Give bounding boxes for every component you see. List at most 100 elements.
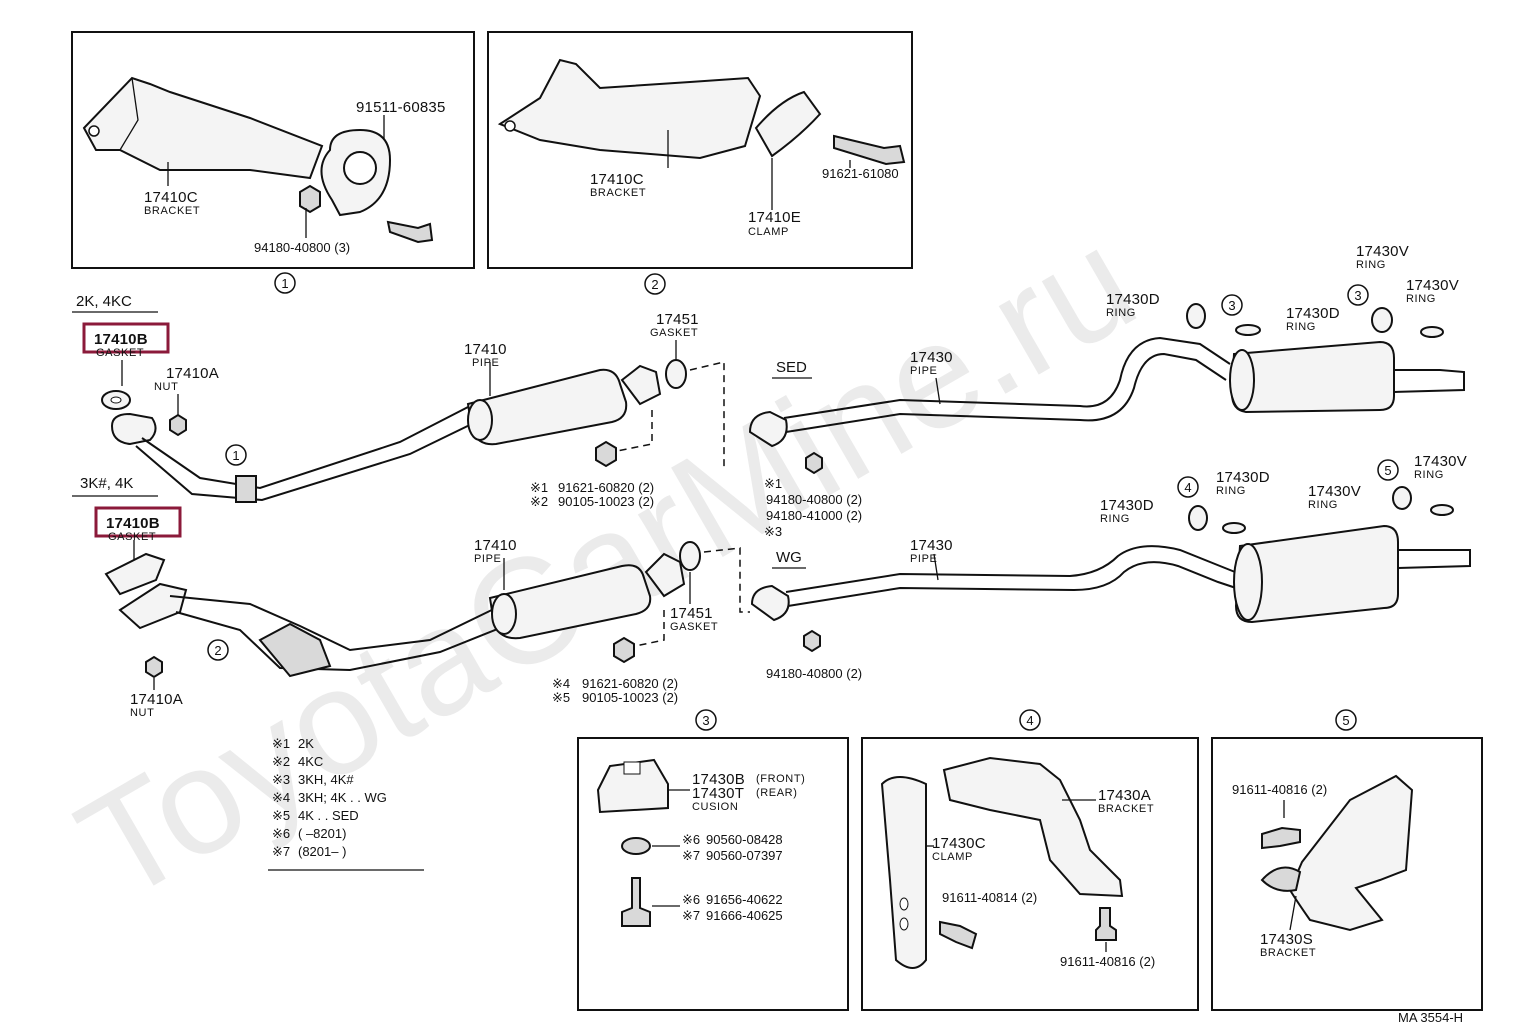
legend-text-7: (8201– ) <box>298 844 346 859</box>
legend-mark-2: ※2 <box>272 754 290 769</box>
inset-1-nut-part: 94180-40800 (3) <box>254 240 350 255</box>
sed-ring-d1-name: RING <box>1106 307 1136 319</box>
bolt-drawing <box>939 920 978 950</box>
sed-label: SED <box>776 359 807 376</box>
sed-ring-v1-part: 17430V <box>1356 243 1409 260</box>
sed-pipe-name: PIPE <box>910 365 937 377</box>
sed-ring-d1-badge: 3 <box>1228 298 1235 313</box>
inset-5-badge: 5 <box>1342 713 1349 728</box>
cushion-drawing <box>596 758 669 814</box>
top-gasket2-name: GASKET <box>650 327 698 339</box>
inset-4-bolt2: 91611-40816 (2) <box>1060 954 1155 969</box>
nut-drawing <box>299 184 321 214</box>
bottom-nut-part: 17410A <box>130 691 183 708</box>
inset-2-clamp-part: 17410E <box>748 209 801 226</box>
inset-3-cushion-rear-note: (REAR) <box>756 787 798 799</box>
bolt-drawing <box>621 877 651 927</box>
sed-ring-d2-name: RING <box>1286 321 1316 333</box>
ring-drawing <box>1222 522 1246 534</box>
wg-ring-v1-part: 17430V <box>1308 483 1361 500</box>
inset-4-clamp-name: CLAMP <box>932 851 973 863</box>
inset-4-bolt1: 91611-40814 (2) <box>942 890 1037 905</box>
ring-drawing <box>1188 505 1208 531</box>
wg-flange-drawing <box>750 584 790 622</box>
inset-2-bracket-part: 17410C <box>590 171 644 188</box>
bracket-17410c-drawing <box>82 76 324 180</box>
inset-1-frame <box>71 31 475 269</box>
legend-mark-3: ※3 <box>272 772 290 787</box>
wg-pipe-part: 17430 <box>910 537 953 554</box>
top-bolt1: 91621-60820 (2) <box>558 480 654 495</box>
ring-drawing <box>1235 324 1261 336</box>
pipe-flange-drawing <box>620 364 662 406</box>
wg-ring-d1-name: RING <box>1100 513 1130 525</box>
top-bolt2-mark: ※2 <box>530 494 548 509</box>
gasket-17451-drawing <box>665 359 687 389</box>
legend: ※1 2K ※2 4KC ※3 3KH, 4K# ※4 3KH; 4K . . … <box>268 736 424 871</box>
flange-drawing <box>118 582 188 630</box>
wg-muffler-drawing <box>1234 524 1399 624</box>
bolt-drawing <box>613 636 635 664</box>
wg-pipe-name: PIPE <box>910 553 937 565</box>
inset-2-clamp-name: CLAMP <box>748 226 789 238</box>
bottom-gasket-name: GASKET <box>108 531 156 543</box>
ring-drawing <box>1430 504 1454 516</box>
ring-drawing <box>1420 326 1444 338</box>
top-exhaust-pipe-group: 2K, 4KC 17410B GASKET 17410A NUT 1 17410… <box>72 293 725 509</box>
inset-3-cushion-front: 17430B <box>692 771 745 788</box>
wg-ring-v2-part: 17430V <box>1414 453 1467 470</box>
top-engine-label: 2K, 4KC <box>76 293 132 310</box>
sed-tailpipe-group: SED 17430 PIPE ※1 94180-40800 (2) 94180-… <box>748 243 1465 539</box>
legend-text-3: 3KH, 4K# <box>298 772 354 787</box>
inset-5-bolt: 91611-40816 (2) <box>1232 782 1327 797</box>
footer-code: MA 3554-H <box>1398 1010 1463 1025</box>
legend-mark-5: ※5 <box>272 808 290 823</box>
wg-ring-d2-name: RING <box>1216 485 1246 497</box>
bracket-17430s-drawing <box>1288 774 1414 932</box>
inset-3-bolt6-mark: ※6 <box>682 892 700 907</box>
legend-text-1: 2K <box>298 736 314 751</box>
bottom-exhaust-pipe-group: 3K#, 4K 17410B GASKET 2 17410A NUT 17410… <box>72 475 750 719</box>
pre-muffler-drawing <box>466 368 628 446</box>
inset-3-washer6-mark: ※6 <box>682 832 700 847</box>
bottom-gasket2-name: GASKET <box>670 621 718 633</box>
ring-drawing <box>1392 486 1412 510</box>
bottom-callout: 2 <box>214 643 221 658</box>
nut-drawing <box>803 629 821 653</box>
inset-3-badge: 3 <box>702 713 709 728</box>
bolt-drawing <box>595 440 617 468</box>
gasket-highlight-bottom <box>94 506 182 538</box>
sed-ring-d1-part: 17430D <box>1106 291 1160 308</box>
wg-tailpipe-group: WG 17430 PIPE 94180-40800 (2) 17430D RIN… <box>750 453 1471 681</box>
top-gasket-part: 17410B <box>94 331 148 348</box>
gasket-17451-drawing <box>679 541 701 571</box>
inset-3-bolt7-mark: ※7 <box>682 908 700 923</box>
clamp-drawing <box>235 475 257 503</box>
bottom-engine-label: 3K#, 4K <box>80 475 133 492</box>
legend-mark-4: ※4 <box>272 790 290 805</box>
legend-text-2: 4KC <box>298 754 323 769</box>
nut-drawing <box>145 655 163 679</box>
top-nut-part: 17410A <box>166 365 219 382</box>
top-nut-name: NUT <box>154 381 178 393</box>
inset-2-badge-circle <box>644 273 666 295</box>
sed-nut1-mark: ※1 <box>764 476 782 491</box>
inset-4-clamp-part: 17430C <box>932 835 986 852</box>
inset-2: 17410C BRACKET 17410E CLAMP 91621-61080 … <box>487 31 913 295</box>
legend-mark-7: ※7 <box>272 844 290 859</box>
watermark: ToyotaCarMine.ru <box>52 195 1161 932</box>
wg-nut: 94180-40800 (2) <box>766 666 862 681</box>
inset-4: 4 17430A BRACKET 17430C CLAMP 91611-4081… <box>861 709 1199 1011</box>
inset-3-washer7: 90560-07397 <box>706 848 783 863</box>
inset-4-bracket-part: 17430A <box>1098 787 1151 804</box>
wg-ring-v2-name: RING <box>1414 469 1444 481</box>
inset-3: 3 17430B (FRONT) 17430T (REAR) CUSION ※6… <box>577 709 849 1011</box>
bracket-17410c-drawing <box>497 58 762 160</box>
sed-nut1: 94180-40800 (2) <box>766 492 862 507</box>
bottom-bolt1-mark: ※4 <box>552 676 570 691</box>
wg-ring-d1-badge: 4 <box>1184 480 1191 495</box>
sed-ring-v1-badge: 3 <box>1354 288 1361 303</box>
legend-mark-6: ※6 <box>272 826 290 841</box>
sed-muffler-drawing <box>1230 340 1395 414</box>
